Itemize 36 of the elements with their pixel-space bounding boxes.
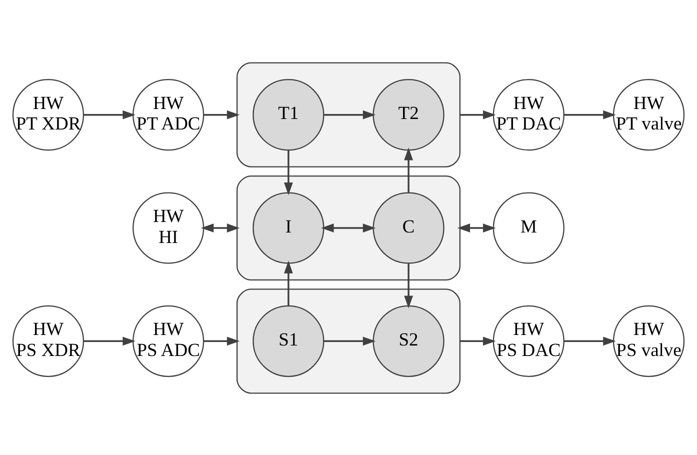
arrow	[83, 336, 136, 346]
arrow	[404, 262, 413, 308]
arrow	[284, 150, 293, 195]
node-circle: S1	[252, 304, 324, 376]
node-circle: HW PS ADC	[132, 304, 204, 376]
node-circle: HW PT ADC	[132, 78, 204, 150]
arrow	[200, 223, 240, 232]
cluster	[236, 174, 461, 280]
node-circle: S2	[372, 304, 444, 376]
arrow	[460, 336, 496, 346]
arrow	[204, 110, 240, 119]
arrow	[83, 110, 136, 119]
arrow	[564, 110, 616, 119]
arrow	[324, 336, 376, 346]
node-circle: HW PT valve	[612, 78, 685, 150]
node-circle: C	[372, 192, 444, 264]
arrow	[204, 336, 240, 346]
node-circle: HW HI	[132, 192, 204, 264]
cluster	[236, 288, 461, 394]
arrow	[404, 146, 413, 192]
arrow	[457, 223, 496, 232]
node-circle: HW PT DAC	[492, 78, 564, 150]
arrow	[284, 260, 293, 306]
node-circle: HW PT XDR	[12, 78, 84, 150]
arrow	[564, 336, 616, 346]
node-circle: T2	[372, 78, 444, 150]
node-circle: M	[492, 192, 564, 264]
node-circle: I	[252, 192, 324, 264]
cluster	[236, 62, 461, 167]
node-circle: HW PS valve	[612, 304, 685, 376]
node-circle: HW PS DAC	[492, 304, 564, 376]
arrow	[460, 110, 496, 119]
node-circle: T1	[252, 78, 324, 150]
arrow	[324, 110, 376, 119]
node-circle: HW PS XDR	[12, 304, 84, 376]
arrow	[321, 223, 376, 232]
